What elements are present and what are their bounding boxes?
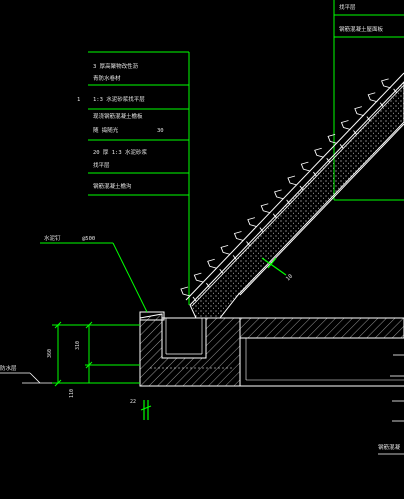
- dimensions: 360 310 110 22: [47, 321, 152, 420]
- roof-tiles: [180, 78, 397, 302]
- bottom-marker-label: 22: [130, 399, 136, 405]
- roof-tile-batten: [366, 116, 371, 121]
- roof-tile-batten: [192, 296, 197, 302]
- roof-tile: [327, 133, 338, 144]
- callout-line: 3 厚高聚物改性沥: [93, 62, 139, 70]
- roof-tile-batten: [246, 241, 250, 246]
- roof-tile-batten: [206, 282, 210, 288]
- roof-tile-batten: [339, 144, 344, 149]
- left-edge-label-group: 防水层: [0, 364, 52, 384]
- roof-tile: [354, 106, 364, 117]
- callout-line: 青防水卷材: [93, 74, 121, 82]
- roof-tile: [260, 203, 271, 214]
- left-edge-label: 防水层: [0, 364, 17, 372]
- roof-layer-line: [191, 84, 404, 307]
- roof-layer-line: [185, 72, 404, 301]
- roof-tile: [367, 92, 378, 103]
- gutter-trough: [161, 317, 207, 359]
- left-callout: 水泥钉 @500: [40, 234, 148, 313]
- dimension-tick: [85, 361, 93, 369]
- roof-tile-batten: [272, 213, 277, 219]
- roof-tile-batten: [219, 268, 224, 274]
- left-edge-leader: [29, 372, 41, 384]
- callout-line: 20 厚 1:3 水泥砂浆: [93, 148, 147, 156]
- roof-tile-batten: [299, 185, 304, 191]
- right-edge-label: 钢筋混凝: [378, 443, 401, 451]
- callout-line: 随 捣随光: [93, 126, 119, 134]
- roof-tile: [220, 244, 231, 255]
- roof-tile-batten: [353, 130, 357, 135]
- note-line: 找平层: [339, 3, 356, 11]
- dimension-depth: 110: [69, 389, 75, 398]
- dimension-inner-height: 310: [75, 341, 81, 350]
- dimension-tick: [85, 321, 93, 329]
- sloped-roof-slab: 10: [180, 72, 404, 319]
- dimension-outer-height: 360: [47, 349, 53, 358]
- left-callout-leader: [112, 242, 148, 313]
- callout-left-mark: 1: [77, 97, 80, 103]
- roof-tile: [287, 175, 298, 186]
- slope-dimension-label: 10: [285, 273, 294, 282]
- right-edge-labels: 钢筋混凝: [378, 354, 404, 455]
- dimension-tick: [54, 321, 62, 329]
- roof-tile: [233, 231, 244, 241]
- slope-dimension-tick: [267, 257, 277, 269]
- roof-tile: [207, 258, 217, 269]
- roof-tile: [274, 189, 284, 200]
- dimension-tick: [54, 379, 62, 387]
- left-callout-value: @500: [82, 236, 95, 242]
- roof-tile: [180, 286, 191, 297]
- roof-tile: [381, 78, 391, 89]
- gutter-lip: [139, 311, 165, 321]
- slope-dimension-line: [261, 257, 287, 276]
- callout-line: 找平层: [93, 161, 110, 169]
- roof-tile: [247, 217, 257, 228]
- callout-line: 1:3 水泥砂浆找平层: [93, 95, 145, 103]
- flat-roof-slab: [239, 317, 404, 387]
- roof-tile-batten: [393, 88, 397, 94]
- roof-tile-batten: [259, 227, 264, 232]
- roof-tile: [300, 161, 311, 172]
- roof-tile-batten: [286, 199, 290, 205]
- note-line: 钢筋混凝土屋面板: [339, 25, 384, 33]
- roof-tile: [193, 272, 204, 283]
- roof-layer-line: [239, 123, 404, 296]
- callout-line: 钢筋混凝土檐沟: [93, 182, 132, 190]
- roof-tile-batten: [232, 255, 237, 260]
- roof-tile-batten: [313, 171, 317, 177]
- flat-slab-hatched: [239, 317, 404, 339]
- callout-line: 现浇钢筋混凝土檐板: [93, 112, 143, 120]
- bottom-marker-tick: [140, 405, 152, 411]
- callout-stack: 3 厚高聚物改性沥 青防水卷材 1:3 水泥砂浆找平层 现浇钢筋混凝土檐板 随 …: [77, 51, 190, 305]
- roof-tile: [314, 147, 324, 158]
- left-callout-label: 水泥钉: [44, 234, 61, 242]
- roof-tile-batten: [326, 157, 331, 163]
- callout-value: 30: [157, 128, 164, 134]
- roof-tile-batten: [379, 102, 384, 108]
- roof-tile: [340, 120, 351, 130]
- eave-gutter: [139, 311, 241, 387]
